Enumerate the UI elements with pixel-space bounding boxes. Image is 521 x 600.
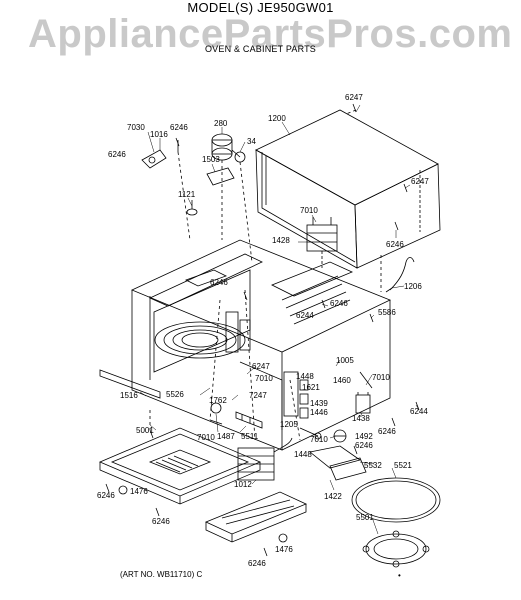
part-label: 1487 — [217, 432, 235, 441]
magnetron-drawing — [237, 437, 293, 481]
part-label: 7010 — [300, 206, 318, 215]
part-label: 1621 — [302, 383, 320, 392]
part-label: 6244 — [410, 407, 428, 416]
screw-drawings — [105, 103, 420, 557]
part-label: 1448 — [294, 450, 312, 459]
footer-mark: • — [398, 571, 401, 580]
part-label: 5532 — [364, 461, 382, 470]
capacitor-drawing — [355, 371, 373, 414]
lamp-socket-drawing — [141, 140, 179, 169]
part-label: 5526 — [166, 390, 184, 399]
part-label: 1446 — [310, 408, 328, 417]
part-label: 5511 — [241, 432, 259, 441]
part-label: 1422 — [324, 492, 342, 501]
part-label: 7010 — [310, 435, 328, 444]
part-label: 7010 — [372, 373, 390, 382]
part-labels: 6247 1200 280 34 7030 1016 6246 6246 150… — [97, 93, 429, 568]
part-label: 1200 — [268, 114, 286, 123]
art-number: (ART NO. WB11710) C — [120, 570, 203, 579]
part-label: 34 — [247, 137, 256, 146]
diode-drawing — [299, 427, 322, 440]
foot-drawing — [118, 485, 288, 543]
roller-ring-drawing — [362, 530, 430, 568]
part-label: 1460 — [333, 376, 351, 385]
thermal-cutout-drawing — [209, 402, 223, 425]
part-label: 1012 — [234, 480, 252, 489]
interlock-bracket-drawing — [235, 411, 263, 429]
part-label: 1476 — [275, 545, 293, 554]
part-label: 1762 — [209, 396, 227, 405]
section-title: OVEN & CABINET PARTS — [204, 44, 317, 54]
part-label: 7010 — [197, 433, 215, 442]
explode-lines — [149, 109, 382, 441]
thermostat-drawing — [186, 200, 198, 216]
outer-cabinet-drawing — [255, 109, 441, 269]
part-label: 6247 — [411, 177, 429, 186]
part-label: 1206 — [404, 282, 422, 291]
part-label: 6246 — [386, 240, 404, 249]
part-label: 1516 — [120, 391, 138, 400]
part-label: 6246 — [97, 491, 115, 500]
transformer-drawing — [306, 217, 338, 268]
part-label: 6246 — [108, 150, 126, 159]
part-label: 280 — [214, 119, 228, 128]
part-label: 5001 — [136, 426, 154, 435]
part-label: 7010 — [255, 374, 273, 383]
part-label: 1005 — [336, 356, 354, 365]
power-cord-drawing — [385, 257, 415, 293]
part-label: 5521 — [394, 461, 412, 470]
base-plate-drawing — [98, 427, 262, 505]
part-label: 6244 — [296, 311, 314, 320]
part-label: 7030 — [127, 123, 145, 132]
part-label: 5501 — [356, 513, 374, 522]
part-label: 6247 — [345, 93, 363, 102]
part-label: 6246 — [210, 278, 228, 287]
watermark: AppliancePartsPros.com — [28, 12, 513, 56]
part-label: 1492 — [355, 432, 373, 441]
model-title: MODEL(S) JE950GW01 — [187, 0, 334, 15]
trim-strip-drawing — [99, 369, 161, 399]
fan-motor-drawing — [211, 133, 246, 163]
filter-plate-drawing — [206, 167, 235, 186]
part-label: 1448 — [296, 372, 314, 381]
part-label: 6246 — [248, 559, 266, 568]
part-label: 6246 — [170, 123, 188, 132]
part-label: 1205 — [280, 420, 298, 429]
part-label: 7247 — [249, 391, 267, 400]
part-label: 1016 — [150, 130, 168, 139]
part-label: 1476 — [130, 487, 148, 496]
part-label: 1503 — [202, 155, 220, 164]
part-label: 6247 — [252, 362, 270, 371]
part-label: 5586 — [378, 308, 396, 317]
part-label: 6246 — [378, 427, 396, 436]
part-label: 6246 — [355, 441, 373, 450]
switch-assembly-drawing — [283, 371, 309, 419]
stirrer-motor-drawing — [309, 429, 367, 481]
part-label: 1439 — [310, 399, 328, 408]
part-label: 6246 — [330, 299, 348, 308]
part-label: 1428 — [272, 236, 290, 245]
leader-lines — [139, 104, 419, 535]
oven-cavity-drawing — [131, 239, 391, 451]
part-label: 1121 — [178, 190, 196, 199]
part-label: 1438 — [352, 414, 370, 423]
bottom-cover-drawing — [204, 491, 308, 543]
part-label: 6246 — [152, 517, 170, 526]
